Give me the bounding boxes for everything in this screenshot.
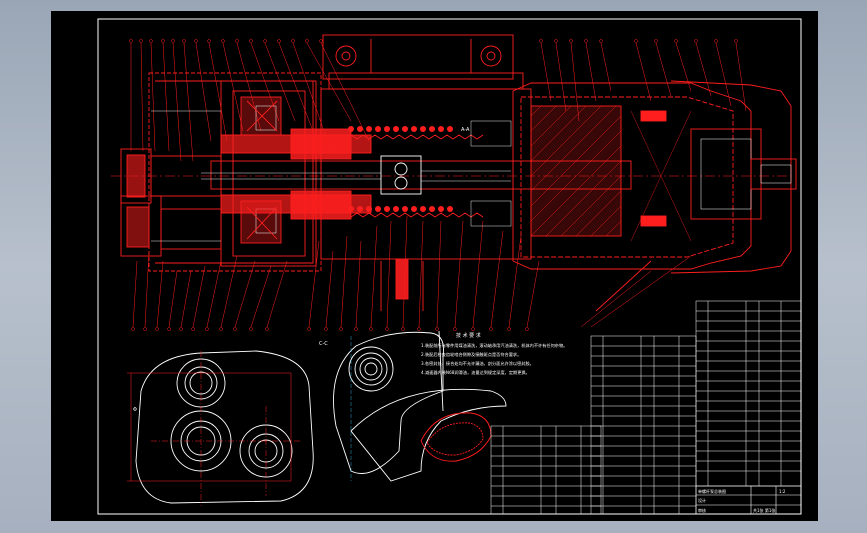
notes-title: 技 术 要 求 (456, 332, 481, 339)
note-4: 4.减速器内装N68润滑油，油量达到规定深度，定期更换。 (421, 369, 530, 376)
cad-drawing-viewport[interactable]: A-A Φ C-C 技 术 要 求 (51, 11, 818, 521)
section-label: A-A (461, 127, 470, 133)
parts-list-left (490, 425, 602, 515)
bottom-balloons (131, 327, 529, 331)
view-label: C-C (319, 341, 328, 347)
note-1: 1.装配前所有零件用煤油清洗，滚动轴承用汽油清洗，机体内不许有任何杂物。 (421, 342, 567, 349)
technical-notes: 技 术 要 求 1.装配前所有零件用煤油清洗，滚动轴承用汽油清洗，机体内不许有任… (421, 332, 567, 376)
title-block-scale: 1:2 (779, 489, 786, 494)
drawing-border (97, 18, 802, 515)
white-detail-lines (151, 110, 512, 242)
title-block-drawn: 设计 (698, 497, 706, 503)
parts-list-middle (590, 335, 697, 515)
title-block-name: 单螺杆泵总装图 (698, 488, 726, 494)
note-2: 2.装配后检查齿轮啮合侧隙及接触斑点是否符合要求。 (421, 351, 521, 358)
gearbox-end-view (127, 350, 314, 506)
note-3: 3.各密封处、接合处均不允许漏油，剖分面允许涂以密封胶。 (421, 360, 534, 367)
dimension-label: Φ (133, 407, 137, 413)
parts-list-right (695, 300, 802, 487)
spring-coils (348, 126, 453, 212)
cross-section-view (333, 330, 507, 482)
title-block-check: 审核 (698, 507, 706, 513)
title-block (695, 485, 802, 515)
title-block-sheet: 共1张 第1张 (753, 507, 775, 513)
part-balloons (129, 39, 738, 43)
main-assembly-view (111, 34, 797, 328)
rotor-hatch (530, 105, 622, 237)
cad-drawing: A-A Φ C-C 技 术 要 求 (97, 18, 802, 515)
top-leader-lines (130, 42, 747, 328)
